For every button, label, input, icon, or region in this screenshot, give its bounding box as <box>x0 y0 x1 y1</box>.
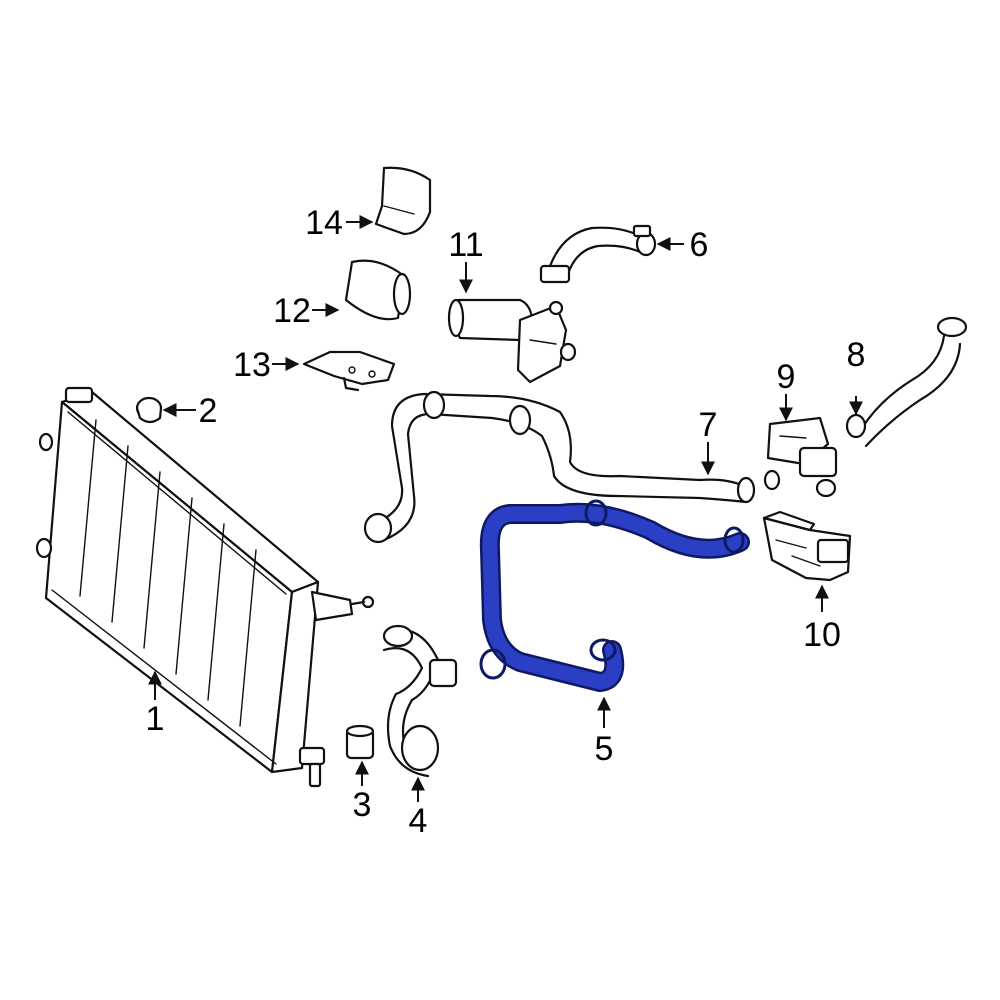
hose-part-7[interactable] <box>363 390 756 544</box>
callout-11: 11 <box>448 226 483 264</box>
callout-12: 12 <box>273 292 311 330</box>
valve-housing-part-10[interactable] <box>762 510 852 582</box>
hose-part-5[interactable] <box>479 499 750 692</box>
callout-13: 13 <box>233 346 271 384</box>
radiator-part-1[interactable] <box>35 386 375 788</box>
pump-part-11[interactable] <box>447 298 577 384</box>
callout-14: 14 <box>305 204 343 242</box>
callout-2: 2 <box>199 392 218 430</box>
bushing-part-3[interactable] <box>345 724 375 760</box>
callout-4: 4 <box>409 802 428 840</box>
hose-part-6[interactable] <box>539 224 657 284</box>
callout-8: 8 <box>847 336 866 374</box>
callout-3: 3 <box>353 786 372 824</box>
callout-9: 9 <box>777 358 796 396</box>
sleeve-part-12[interactable] <box>344 259 412 321</box>
callouts: 1 2 3 4 5 6 7 8 9 10 11 12 13 14 <box>146 204 866 840</box>
callout-7: 7 <box>699 406 718 444</box>
valve-part-9[interactable] <box>763 416 838 498</box>
callout-6: 6 <box>690 226 709 264</box>
callout-5: 5 <box>595 730 614 768</box>
plug-part-2[interactable] <box>135 396 163 424</box>
shield-part-14[interactable] <box>374 166 432 236</box>
callout-1: 1 <box>146 700 165 738</box>
hose-part-4[interactable] <box>382 624 458 778</box>
hose-part-8[interactable] <box>845 316 968 448</box>
bracket-part-13[interactable] <box>302 350 396 392</box>
leader-lines <box>148 215 863 802</box>
callout-10: 10 <box>803 616 841 654</box>
